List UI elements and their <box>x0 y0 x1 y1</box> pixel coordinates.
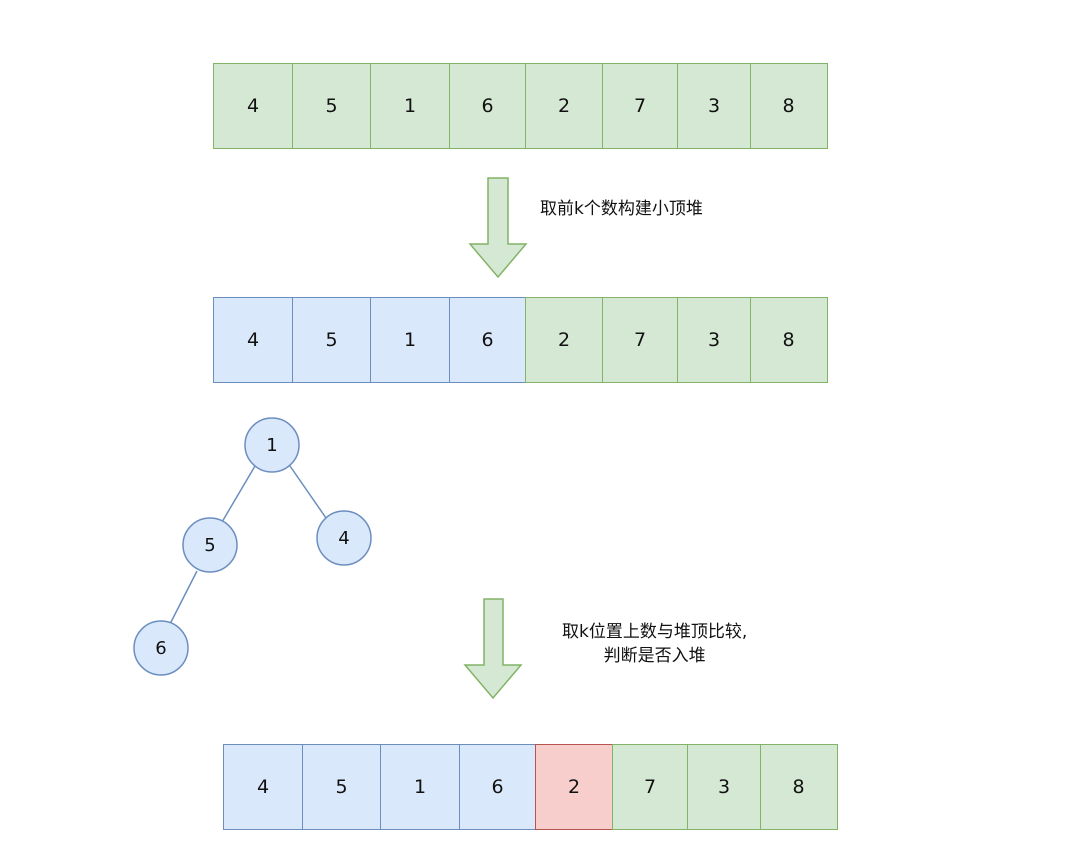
heap-node-left-left-label: 6 <box>155 638 166 659</box>
heap-node-root: 1 <box>244 417 300 473</box>
step2-caption: 取k位置上数与堆顶比较, 判断是否入堆 <box>562 620 747 668</box>
step2-caption-line1: 取k位置上数与堆顶比较, <box>562 622 748 642</box>
row3-cell-1: 5 <box>301 744 382 830</box>
row1-cell-2: 1 <box>370 63 450 149</box>
down-arrow-1 <box>468 177 528 279</box>
heap-tree: 1 5 4 6 <box>133 417 372 676</box>
heap-node-right: 4 <box>316 510 372 566</box>
row2-cell-4: 2 <box>525 297 603 383</box>
down-arrow-2 <box>463 598 523 700</box>
row1-cell-7: 8 <box>749 63 828 149</box>
row1-cell-0: 4 <box>213 63 293 149</box>
heap-node-left-left: 6 <box>133 620 189 676</box>
step2-caption-line2: 判断是否入堆 <box>603 646 706 666</box>
row3-cell-0: 4 <box>223 744 303 830</box>
heap-node-right-label: 4 <box>338 528 349 549</box>
row2-cell-2: 1 <box>370 297 450 383</box>
heap-node-left: 5 <box>182 517 238 573</box>
heap-node-left-label: 5 <box>204 535 215 556</box>
row3-cell-2: 1 <box>380 744 460 830</box>
row2-cell-5: 7 <box>601 297 679 383</box>
row3-cell-6: 3 <box>687 744 761 830</box>
heap-edge-root-right <box>289 465 327 519</box>
row2-cell-0: 4 <box>213 297 293 383</box>
heap-node-root-label: 1 <box>266 435 277 456</box>
heap-edge-left-leftleft <box>169 570 198 625</box>
row2-cell-6: 3 <box>677 297 751 383</box>
row1-cell-6: 3 <box>677 63 751 149</box>
row3-cell-3: 6 <box>458 744 537 830</box>
heap-edge-root-left <box>221 465 256 523</box>
row2-cell-3: 6 <box>448 297 527 383</box>
row1-cell-4: 2 <box>525 63 603 149</box>
row3-cell-7: 8 <box>759 744 838 830</box>
row2-cell-1: 5 <box>291 297 372 383</box>
row1-cell-1: 5 <box>291 63 372 149</box>
row3-cell-5: 7 <box>611 744 689 830</box>
row2-cell-7: 8 <box>749 297 828 383</box>
step1-caption: 取前k个数构建小顶堆 <box>540 199 703 219</box>
row3-cell-4: 2 <box>535 744 613 830</box>
